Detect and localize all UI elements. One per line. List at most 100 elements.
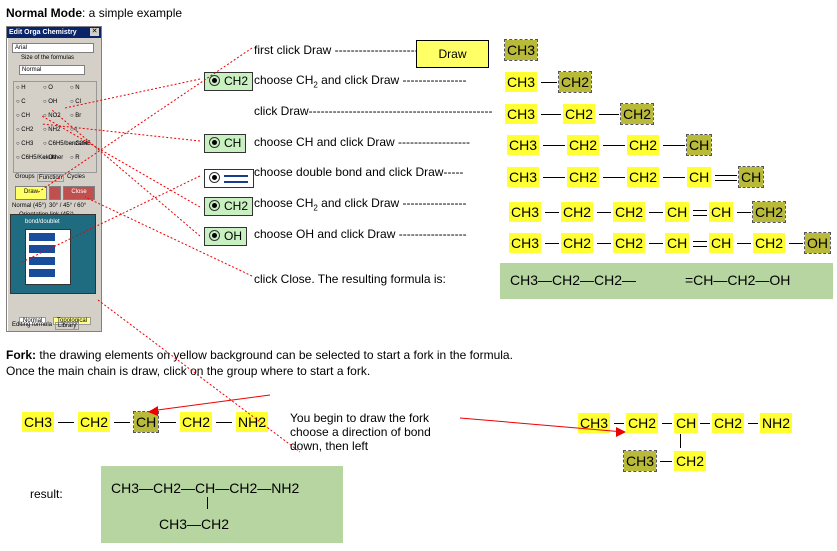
fork-left-bond-4 [216, 422, 232, 423]
radio-r[interactable]: ○ R [70, 155, 80, 161]
row4-group-1[interactable]: CH3 [507, 135, 540, 155]
row6-group-1[interactable]: CH3 [509, 202, 542, 222]
radio-br[interactable]: ○ Br [70, 113, 82, 119]
row2-group-2[interactable]: CH2 [557, 71, 593, 93]
tab-editing-formula[interactable]: Editing formula [12, 322, 53, 328]
tab-topological[interactable]: Topological [53, 317, 92, 325]
step-2: choose CH2 and click Draw --------------… [254, 73, 467, 90]
tab-function[interactable]: Function [37, 174, 65, 182]
row6-group-5[interactable]: CH [709, 202, 734, 222]
row5-bond-3 [663, 177, 685, 178]
row7-group-4[interactable]: CH [665, 233, 690, 253]
row6-group-2[interactable]: CH2 [561, 202, 594, 222]
row4-bond-1 [543, 145, 565, 146]
tab-library[interactable]: Library [55, 322, 80, 330]
fork-right-branch-2[interactable]: CH2 [674, 451, 707, 471]
row5-group-3[interactable]: CH2 [627, 167, 660, 187]
arrow-bond-icon[interactable] [29, 269, 55, 277]
orient-tab-normal[interactable]: Normal (45°) [12, 203, 47, 209]
radio-c[interactable]: ○ C [16, 99, 26, 105]
radio-c2h5[interactable]: ○ C2H5 [70, 141, 91, 147]
fork-right-branch-1[interactable]: CH3 [622, 450, 658, 472]
close-icon[interactable]: ✕ [90, 28, 99, 36]
radio-oh[interactable]: ○ OH [43, 99, 58, 105]
row7-group-3[interactable]: CH2 [613, 233, 646, 253]
tool-oh[interactable]: OH [204, 227, 247, 246]
fork-left-group-2[interactable]: CH2 [78, 412, 111, 432]
result-left: CH3—CH2—CH2— [510, 272, 637, 288]
triple-bond-icon[interactable] [29, 257, 55, 265]
fork-right-group-5[interactable]: NH2 [760, 413, 793, 433]
radio-h[interactable]: ○ H [16, 85, 26, 91]
row5-group-5[interactable]: CH [737, 166, 765, 188]
group-radio-list: ○ H ○ O ○ N ○ C ○ OH ○ Cl ○ CH ○ NO2 ○ Br ○ CH2 ○ … [13, 81, 97, 173]
radio-no2[interactable]: ○ NO2 [43, 113, 61, 119]
font-select[interactable]: Arial [12, 43, 94, 53]
row3-group-1[interactable]: CH3 [505, 104, 538, 124]
close-button-small[interactable]: Close [63, 186, 95, 200]
fork-right-group-2[interactable]: CH2 [626, 413, 659, 433]
tool-ch[interactable]: CH [204, 134, 247, 153]
radio-cl[interactable]: ○ Cl [70, 99, 81, 105]
row3-group-3[interactable]: CH2 [619, 103, 655, 125]
fork-right-group-4[interactable]: CH2 [712, 413, 745, 433]
fork-left-group-5[interactable]: NH2 [236, 412, 269, 432]
row5-bond-1 [543, 177, 565, 178]
row4-group-4[interactable]: CH [685, 134, 713, 156]
radio-ch3[interactable]: ○ CH3 [16, 141, 34, 147]
row6-group-3[interactable]: CH2 [613, 202, 646, 222]
orient-tab-angles[interactable]: 30° / 45° / 60° [49, 203, 87, 209]
fork-right-bond-1 [614, 423, 624, 424]
row7-group-6[interactable]: CH2 [753, 233, 786, 253]
row3-bond-1 [541, 114, 561, 115]
row7-group-7[interactable]: OH [804, 232, 831, 254]
row1-group-1[interactable]: CH3 [503, 39, 539, 61]
row7-bond-1 [545, 243, 559, 244]
tab-groups[interactable]: Groups [15, 174, 35, 180]
radio-ch2[interactable]: ○ CH2 [16, 127, 34, 133]
radio-c6h5-kekul-[interactable]: ○ C6H5/Kekulé [16, 155, 57, 161]
row6-group-4[interactable]: CH [665, 202, 690, 222]
size-select[interactable]: Normal [19, 65, 85, 75]
radio-ch[interactable]: ○ CH [16, 113, 30, 119]
tab-normal[interactable]: Normal [19, 317, 47, 325]
draw-button[interactable]: Draw [416, 40, 489, 68]
fork-right-group-3[interactable]: CH [674, 413, 699, 433]
row7-group-2[interactable]: CH2 [561, 233, 594, 253]
row7-bond-4 [693, 241, 707, 247]
radio-nh2[interactable]: ○ NH2 [43, 127, 61, 133]
undo-icon[interactable] [49, 186, 61, 200]
radio-i[interactable]: ○ I [70, 127, 77, 133]
row6-group-6[interactable]: CH2 [751, 201, 787, 223]
fork-left-group-1[interactable]: CH3 [22, 412, 55, 432]
row4-group-3[interactable]: CH2 [627, 135, 660, 155]
fork-right-group-1[interactable]: CH3 [578, 413, 611, 433]
fork-right-bond-4 [748, 423, 758, 424]
step-4: choose CH and click Draw ---------------… [254, 135, 470, 149]
draw-button-small[interactable]: Draw [15, 186, 47, 200]
row5-group-2[interactable]: CH2 [567, 167, 600, 187]
tool-ch2-second[interactable]: CH2 [204, 197, 254, 216]
fork-left-group-4[interactable]: CH2 [180, 412, 213, 432]
row4-group-2[interactable]: CH2 [567, 135, 600, 155]
radio-n[interactable]: ○ N [70, 85, 80, 91]
row7-group-5[interactable]: CH [709, 233, 734, 253]
double-bond-icon[interactable] [29, 245, 55, 253]
step-1: first click Draw --------------------- [254, 43, 419, 57]
row2-group-1[interactable]: CH3 [505, 72, 538, 92]
radio-other[interactable]: ○ Other [43, 155, 64, 161]
row7-group-1[interactable]: CH3 [509, 233, 542, 253]
fork-line2: Once the main chain is draw, click on th… [6, 364, 371, 378]
radio-o[interactable]: ○ O [43, 85, 53, 91]
fork-note-1: You begin to draw the fork [290, 411, 429, 425]
row5-group-1[interactable]: CH3 [507, 167, 540, 187]
row5-group-4[interactable]: CH [687, 167, 712, 187]
bond-label: bond/doublet [25, 219, 60, 225]
step-5: choose double bond and click Draw----- [254, 165, 464, 179]
fork-left-group-3[interactable]: CH [132, 411, 160, 433]
tool-ch2[interactable]: CH2 [204, 72, 254, 91]
single-bond-icon[interactable] [29, 233, 55, 241]
tab-cycles[interactable]: Cycles [67, 174, 86, 180]
row3-group-2[interactable]: CH2 [563, 104, 596, 124]
tool-double-bond[interactable] [204, 169, 254, 188]
